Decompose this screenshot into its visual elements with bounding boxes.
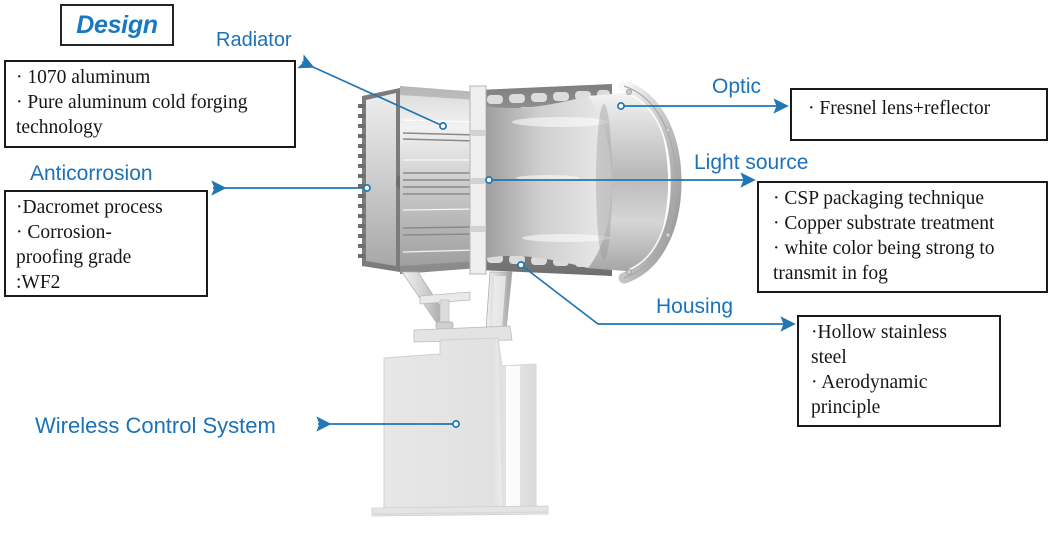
callout-label-anticorrosion: Anticorrosion [30, 162, 153, 185]
factbox-line: · CSP packaging technique [773, 188, 985, 209]
callout-label-optic: Optic [712, 75, 762, 98]
support-bracket [401, 271, 513, 343]
callout-label-housing: Housing [656, 295, 734, 318]
factbox-line: technology [16, 116, 103, 138]
wireless-control-box [371, 337, 549, 517]
factbox-line: transmit in fog [773, 262, 888, 284]
leader-wireless [316, 416, 460, 432]
page-title: Design [76, 10, 158, 39]
leader-anticorrosion [211, 180, 371, 196]
optic-reflector-cone [486, 92, 668, 272]
radiator-end-plate [358, 88, 404, 272]
lens-front-ring [618, 80, 682, 284]
factbox-line: proofing grade [16, 246, 132, 268]
factbox-line: steel [811, 346, 847, 368]
factbox-radiator: · 1070 aluminum · Pure aluminum cold for… [4, 60, 296, 148]
factbox-housing: ·Hollow stainless steel · Aerodynamic pr… [797, 315, 1001, 427]
factbox-line: · Aerodynamic [811, 371, 928, 393]
factbox-anticorrosion: ·Dacromet process · Corrosion- proofing … [4, 190, 208, 297]
factbox-optic: · Fresnel lens+reflector [790, 88, 1048, 141]
callout-label-wireless-control-system: Wireless Control System [35, 413, 276, 438]
leader-light-source [485, 172, 756, 188]
factbox-line: ·Dacromet process [16, 197, 163, 218]
leader-optic [617, 98, 789, 114]
factbox-line: · Fresnel lens+reflector [808, 98, 991, 119]
radiator-fin-stack [400, 86, 478, 274]
factbox-line: · white color being strong to [773, 237, 995, 259]
callout-label-radiator: Radiator [216, 29, 292, 51]
factbox-line: principle [811, 396, 881, 418]
housing-cage [478, 84, 612, 276]
factbox-line: · Copper substrate treatment [773, 212, 995, 234]
design-title-box: Design [60, 4, 174, 46]
callout-label-light-source: Light source [694, 151, 809, 174]
leader-radiator [297, 54, 447, 130]
factbox-light-source: · CSP packaging technique · Copper subst… [757, 181, 1048, 293]
factbox-line: · Pure aluminum cold forging [16, 91, 248, 113]
factbox-line: · 1070 aluminum [16, 67, 151, 88]
factbox-line: :WF2 [16, 271, 61, 293]
factbox-line: · Corrosion- [16, 221, 112, 243]
factbox-line: ·Hollow stainless [811, 322, 947, 343]
mounting-collar [469, 85, 487, 275]
